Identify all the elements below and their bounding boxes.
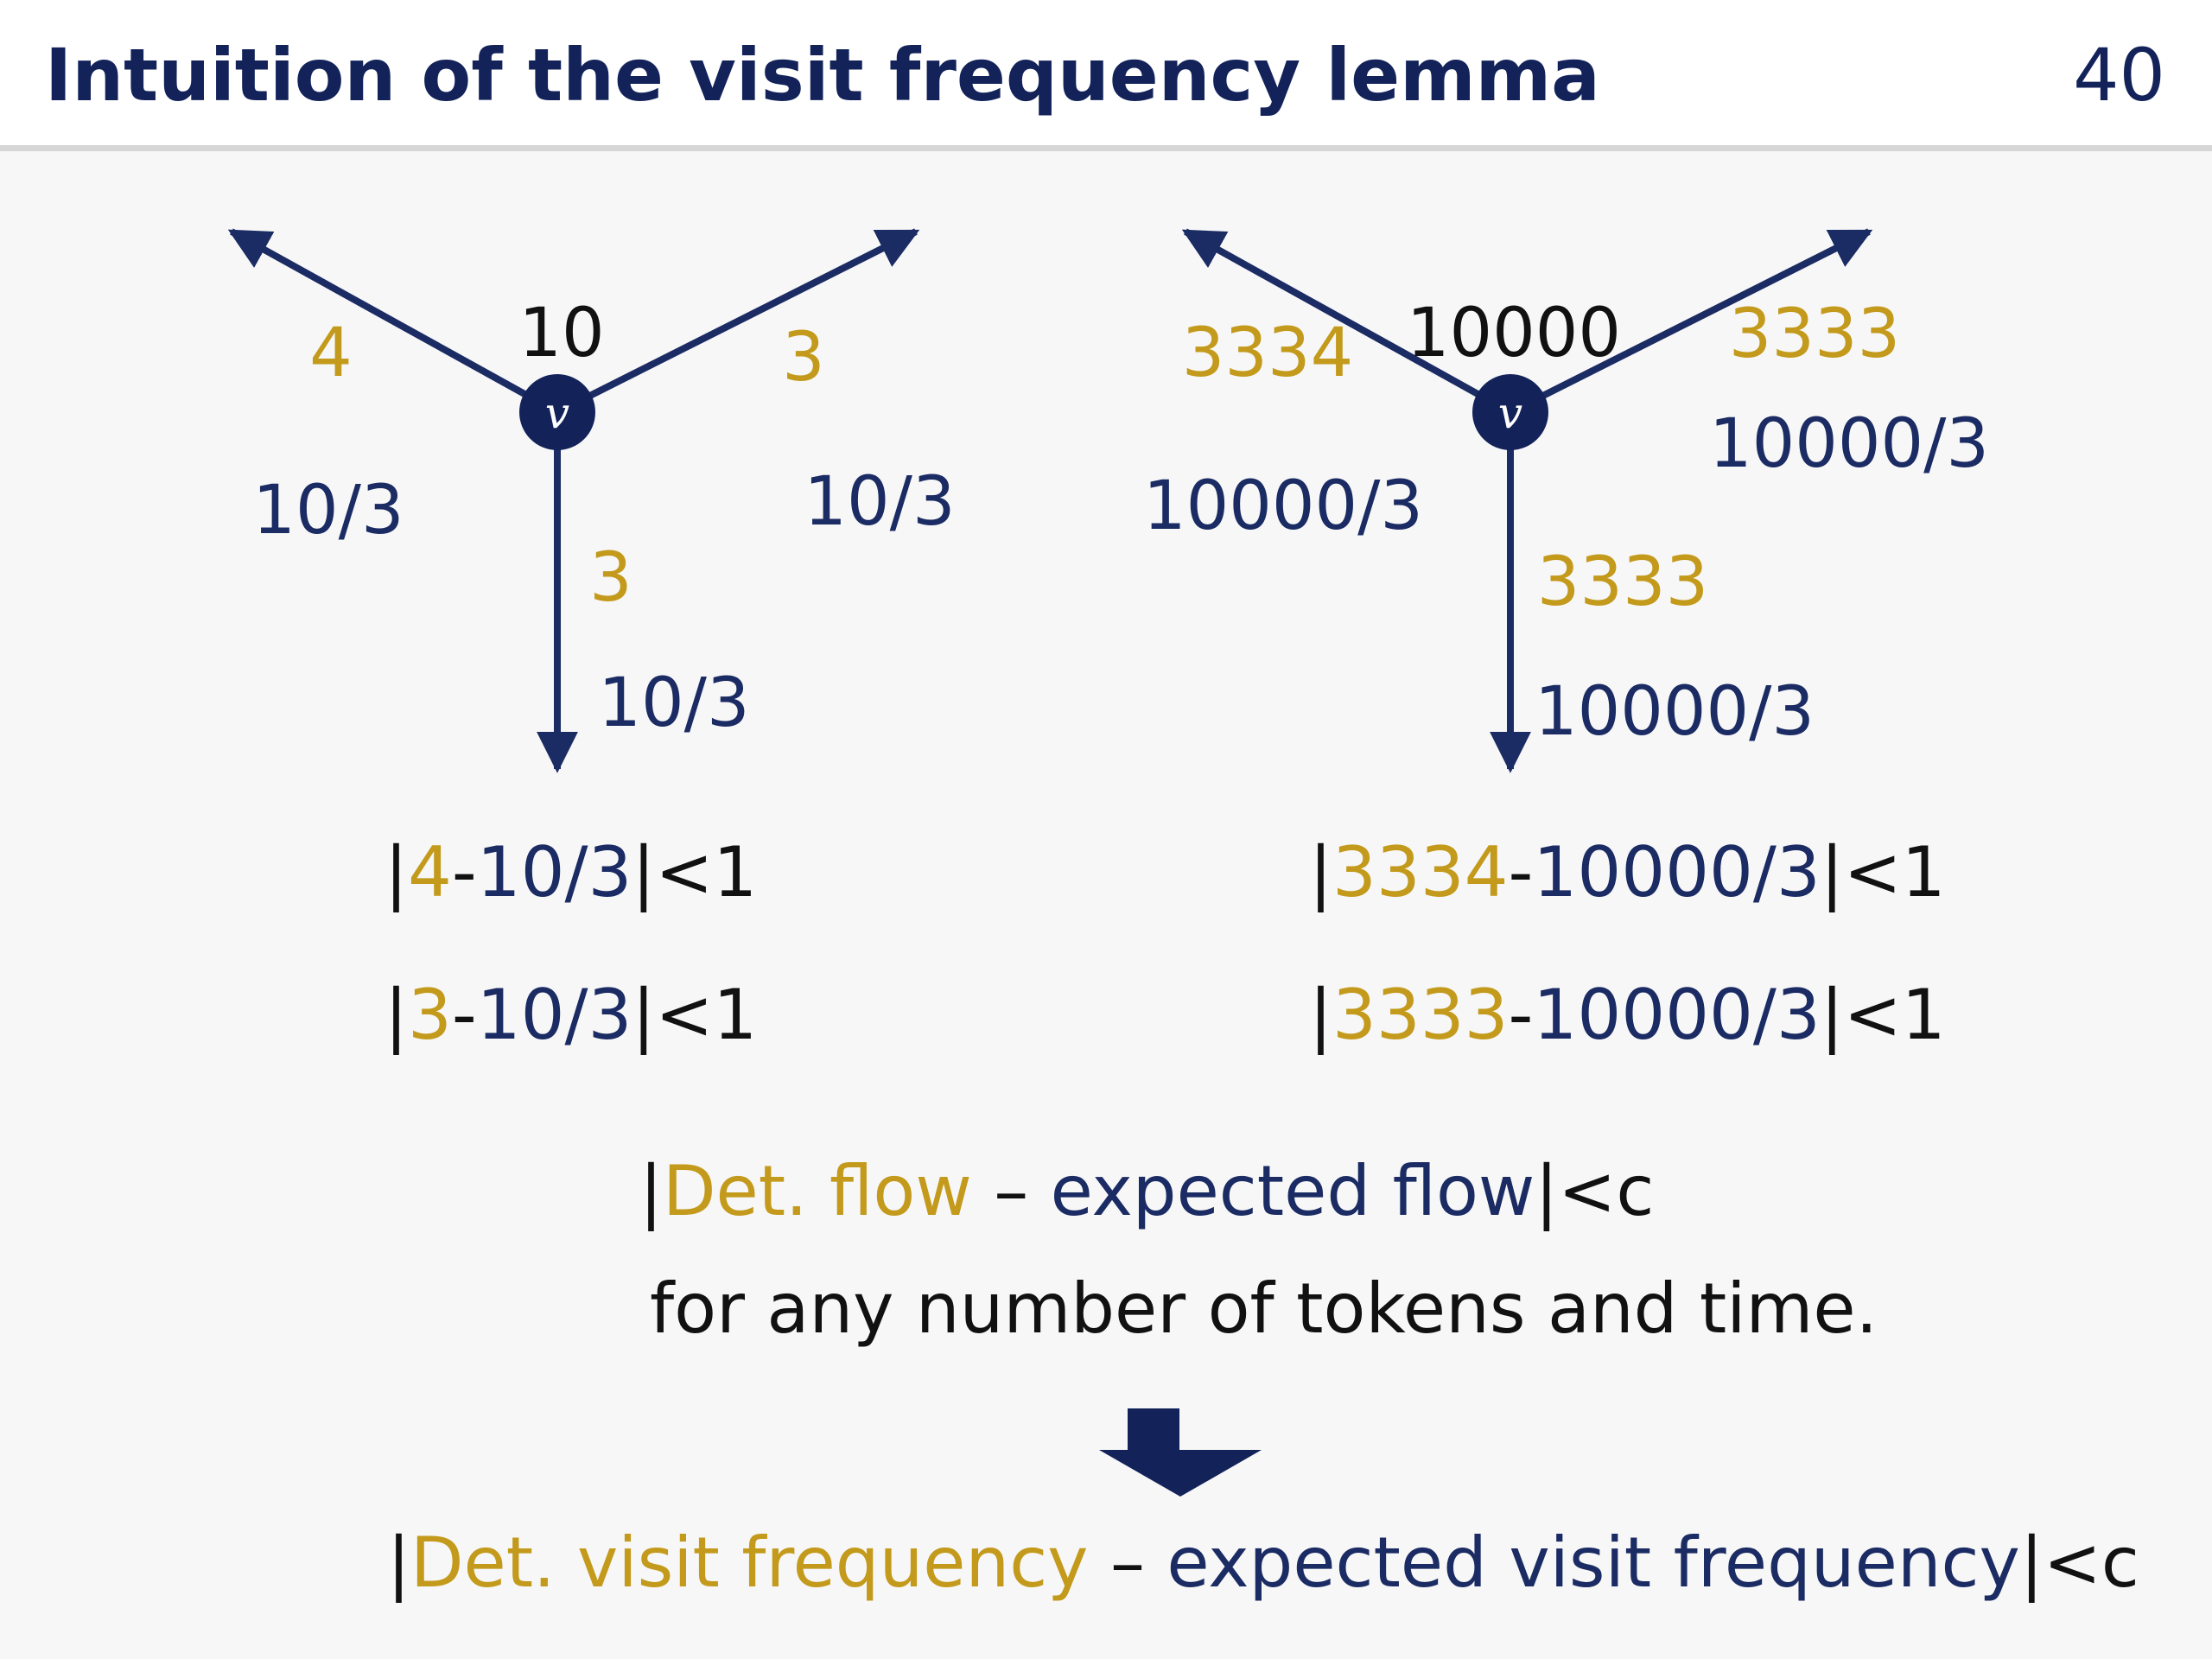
minus: - (1508, 975, 1534, 1055)
left-upper-left-expected: 10/3 (252, 472, 404, 550)
right-node-label: v (1498, 388, 1522, 438)
right-upper-right-det: 3333 (1729, 296, 1901, 373)
right-inequality-2: |3333-10000/3|<1 (1309, 975, 1946, 1055)
det-flow: Det. flow (662, 1151, 972, 1231)
expected-flow: expected flow (1050, 1151, 1535, 1231)
right-down-expected: 10000/3 (1535, 673, 1815, 751)
minus: - (1508, 832, 1534, 912)
det-value: 3333 (1332, 975, 1509, 1055)
right-down-det: 3333 (1537, 543, 1709, 621)
left-edge-upper-right (556, 228, 920, 416)
header-divider (0, 145, 2212, 151)
abs-open: | (1309, 975, 1332, 1055)
left-star-graph: v 10 4 10/3 3 10/3 3 10/3 (227, 228, 956, 773)
expected-value: 10000/3 (1533, 975, 1821, 1055)
left-inequality-2: |3-10/3|<1 (385, 975, 757, 1055)
slide-title: Intuition of the visit frequency lemma (45, 33, 1600, 118)
abs-open: | (385, 832, 408, 912)
abs-close: |<c (1535, 1151, 1655, 1231)
abs-close: |<1 (632, 975, 758, 1055)
abs-open: | (639, 1151, 663, 1231)
expected-value: 10000/3 (1533, 832, 1821, 912)
abs-close: |<c (2019, 1522, 2139, 1603)
expected-value: 10/3 (476, 832, 632, 912)
right-star-graph: v 10000 3334 10000/3 3333 10000/3 3333 1… (1143, 228, 1989, 773)
right-upper-left-expected: 10000/3 (1143, 467, 1423, 545)
left-inequality-1: |4-10/3|<1 (385, 832, 757, 912)
page-number: 40 (2073, 33, 2165, 118)
left-edge-upper-left (227, 228, 559, 416)
header-bar: Intuition of the visit frequency lemma 4… (0, 0, 2212, 147)
left-upper-right-expected: 10/3 (804, 463, 955, 541)
right-upper-left-det: 3334 (1182, 315, 1354, 392)
right-edge-upper-right (1509, 228, 1873, 416)
expected-visit-frequency: expected visit frequency (1166, 1522, 2020, 1603)
abs-open: | (385, 975, 408, 1055)
abs-open: | (1309, 832, 1332, 912)
left-upper-right-det: 3 (782, 319, 825, 397)
left-node-label: v (545, 388, 569, 438)
dash: – (971, 1151, 1051, 1231)
det-visit-frequency: Det. visit frequency (410, 1522, 1089, 1603)
minus: - (451, 832, 477, 912)
left-down-det: 3 (589, 539, 632, 617)
down-arrow-icon (1099, 1408, 1262, 1497)
abs-close: |<1 (1820, 832, 1946, 912)
det-value: 3 (407, 975, 452, 1055)
right-upper-right-expected: 10000/3 (1709, 405, 1989, 483)
flow-statement-line2: for any number of tokens and time. (650, 1268, 1878, 1349)
abs-close: |<1 (1820, 975, 1946, 1055)
dash: – (1088, 1522, 1167, 1603)
right-node (1472, 374, 1548, 450)
right-inequality-1: |3334-10000/3|<1 (1309, 832, 1946, 912)
minus: - (451, 975, 477, 1055)
expected-value: 10/3 (476, 975, 632, 1055)
left-token-count: 10 (518, 295, 604, 372)
left-node (519, 374, 595, 450)
det-value: 4 (407, 832, 452, 912)
right-edge-upper-left (1181, 228, 1512, 416)
right-token-count: 10000 (1407, 295, 1621, 372)
det-value: 3334 (1332, 832, 1509, 912)
left-down-expected: 10/3 (598, 664, 749, 742)
flow-statement: |Det. flow – expected flow|<c (639, 1151, 1654, 1231)
abs-close: |<1 (632, 832, 758, 912)
visit-frequency-statement: |Det. visit frequency – expected visit f… (387, 1522, 2139, 1603)
abs-open: | (387, 1522, 410, 1603)
left-upper-left-det: 4 (309, 315, 353, 392)
